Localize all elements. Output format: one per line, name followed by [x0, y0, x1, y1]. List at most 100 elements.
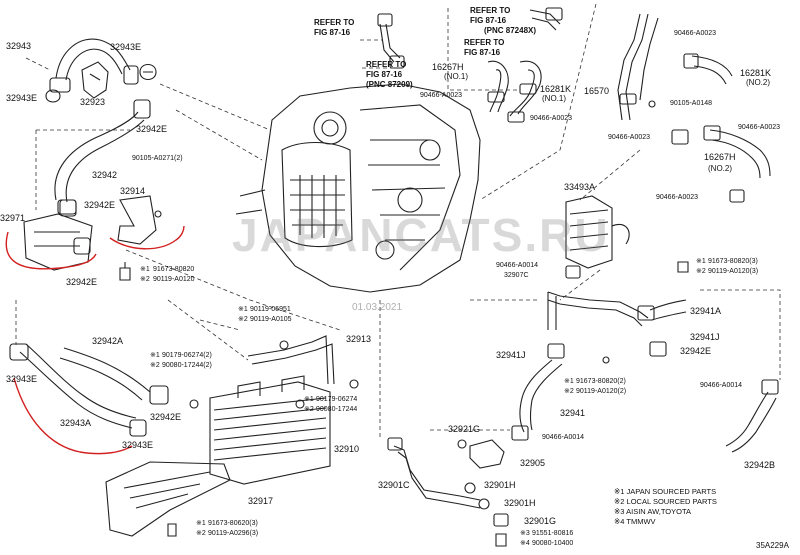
label-91673-80620-3: 91673-80620(3)	[208, 520, 258, 527]
pipe-32901c	[393, 445, 481, 509]
mark-1: ※1	[238, 306, 248, 313]
cover-32917	[105, 461, 231, 537]
label-90119-a0120: 90119-A0120	[153, 276, 195, 283]
bolt-91673	[677, 261, 689, 273]
fitting-32901g	[493, 513, 509, 527]
clamp	[507, 111, 525, 123]
bracket-32914	[117, 195, 157, 245]
label-pnc-87248x: (PNC 87248X)	[484, 26, 537, 35]
label-32905: 32905	[520, 458, 546, 468]
label-32910: 32910	[334, 444, 360, 454]
label-16281k: 16281K	[540, 84, 572, 94]
label-32901h: 32901H	[484, 480, 516, 490]
label-90119-a0296-3: 90119-A0296(3)	[208, 530, 259, 537]
label-90119-a0120-3: 90119-A0120(3)	[708, 268, 759, 275]
label-16281k: 16281K	[740, 68, 772, 78]
clamp	[511, 425, 529, 441]
label-90466-a0014: 90466-A0014	[496, 262, 539, 269]
bolt-91673	[167, 523, 177, 537]
label-32901c: 32901C	[378, 480, 410, 490]
legend-item: ※2 LOCAL SOURCED PARTS	[614, 497, 717, 506]
label-32943e: 32943E	[6, 93, 38, 103]
clamp-32943e	[139, 63, 157, 81]
label-refer-to: REFER TO	[470, 6, 511, 15]
label-90466-a0023: 90466-A0023	[420, 92, 463, 99]
clamp	[761, 379, 779, 395]
label-32914: 32914	[120, 186, 146, 196]
hose-32942b	[725, 391, 777, 453]
hose-ref-87248x	[529, 9, 561, 31]
hose-32943	[49, 38, 139, 93]
label-fig-87-16: FIG 87-16	[470, 16, 507, 25]
clamp	[649, 341, 667, 357]
mark-1: ※1	[150, 352, 160, 359]
label-91551-80816: 91551-80816	[532, 530, 574, 537]
label-32901g: 32901G	[524, 516, 557, 526]
label-32942b: 32942B	[744, 460, 776, 470]
label-32943a: 32943A	[60, 418, 92, 428]
label-32901h: 32901H	[504, 498, 536, 508]
clamp	[487, 91, 505, 103]
bolt-91551	[495, 533, 507, 547]
label-no2: (NO.2)	[708, 164, 732, 173]
watermark: JAPANCATS.RU	[232, 209, 610, 261]
transmission-assembly	[235, 83, 481, 293]
fitting	[387, 437, 403, 451]
fitting	[545, 7, 563, 21]
mark-4: ※4	[520, 540, 530, 547]
hose-16267h-no2	[709, 129, 771, 179]
hose-32941	[519, 359, 563, 433]
label-90466-a0014: 90466-A0014	[700, 382, 743, 389]
mark-2: ※2	[150, 362, 160, 369]
mark-1: ※1	[196, 520, 206, 527]
label-16267h: 16267H	[432, 62, 464, 72]
label-32921g: 32921G	[448, 424, 481, 434]
date-stamp: 01.03.2021	[352, 302, 403, 313]
label-refer-to: REFER TO	[314, 18, 355, 27]
label-90119-a0105: 90119-A0105	[250, 316, 292, 323]
clamp	[349, 379, 359, 389]
label-32942e: 32942E	[136, 124, 168, 134]
annotation-red-arc	[13, 377, 133, 455]
label-90466-a0023: 90466-A0023	[656, 194, 699, 201]
label-91673-80820-2: 91673-80820(2)	[576, 378, 626, 385]
label-90119-a0120-2: 90119-A0120(2)	[576, 388, 627, 395]
hose-16267h-no1	[487, 60, 509, 113]
annotation-red-arc	[109, 225, 185, 250]
clamp	[295, 399, 305, 409]
label-32923: 32923	[80, 97, 106, 107]
label-90466-a0023: 90466-A0023	[530, 115, 573, 122]
legend-item: ※4 TMMWV	[614, 517, 656, 526]
clamp-32943e	[45, 89, 61, 103]
clamp	[703, 125, 721, 141]
label-32942a: 32942A	[92, 336, 124, 346]
label-90080-17244-2: 90080-17244(2)	[162, 362, 212, 369]
pipe-32907c	[547, 291, 649, 330]
label-fig-87-16: FIG 87-16	[366, 70, 403, 79]
label-32941j: 32941J	[690, 332, 720, 342]
pipe-32913	[247, 335, 335, 385]
o-ring-32921g	[457, 439, 467, 449]
label-no1: (NO.1)	[542, 94, 566, 103]
label-90466-a0023: 90466-A0023	[674, 30, 717, 37]
mark-1: ※1	[564, 378, 574, 385]
label-90466-a0014: 90466-A0014	[542, 434, 585, 441]
part-32905	[469, 439, 505, 469]
fitting	[377, 13, 393, 27]
mark-2: ※2	[238, 316, 248, 323]
label-91673-80820-3: 91673-80820(3)	[708, 258, 758, 265]
mark-2: ※2	[140, 276, 150, 283]
label-32942: 32942	[92, 170, 118, 180]
hose-ref-87209	[379, 23, 401, 63]
label-90105-a0271: 90105-A0271(2)	[132, 155, 183, 162]
label-no2: (NO.2)	[746, 78, 770, 87]
annotation-red-arc	[5, 231, 97, 270]
pipe-16570	[617, 13, 659, 121]
label-32971: 32971	[0, 213, 26, 223]
bolt	[648, 100, 656, 108]
hose-32942a	[59, 347, 169, 405]
clamp	[729, 189, 745, 203]
label-33493a: 33493A	[564, 182, 596, 192]
clamp	[683, 53, 699, 69]
